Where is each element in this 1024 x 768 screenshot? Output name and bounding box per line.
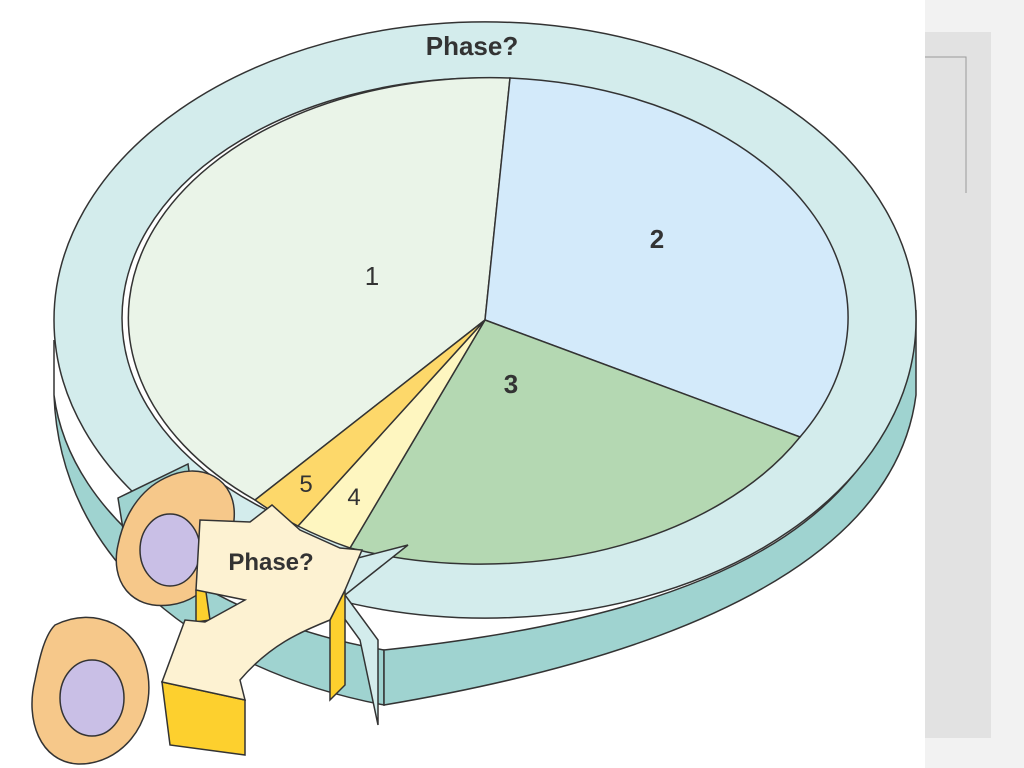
segment-2	[484, 77, 849, 438]
segment-1	[127, 76, 511, 501]
segment-3	[348, 319, 802, 565]
segment-5-label: 5	[299, 471, 312, 498]
nucleus-lower	[59, 659, 125, 737]
nucleus-upper	[139, 513, 201, 587]
segment-2-label: 2	[650, 224, 664, 254]
outer-phase-label: Phase?	[426, 31, 519, 61]
daughter-cell-lower	[31, 616, 150, 765]
arrow-face	[160, 504, 364, 701]
segment-1-label: 1	[365, 261, 379, 291]
arrow-phase-label: Phase?	[228, 549, 313, 576]
segment-4-label: 4	[347, 484, 360, 511]
segment-3-label: 3	[504, 369, 518, 399]
